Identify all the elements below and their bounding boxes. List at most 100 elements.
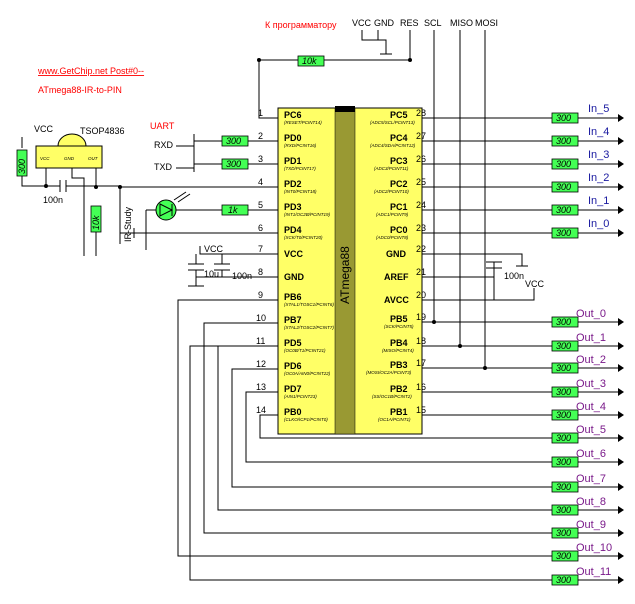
pin-number: 25 [416,177,426,187]
pin-function: (XTAL1/TOSC1/PCINT6) [284,302,334,307]
input-resistor-value: 300 [556,228,571,238]
output-label: Out_0 [576,308,606,320]
pin-28: 28 PC5 (ADC5/SCL/PCINT13) [370,108,434,125]
input-resistor-value: 300 [556,205,571,215]
output-resistor-value: 300 [556,341,571,351]
vcc-electrolytic-value: 10u [204,269,219,279]
sensor-name: TSOP4836 [80,126,125,136]
sensor-resistor [16,149,28,177]
pin-number: 2 [258,131,263,141]
pin-name: PC3 [390,156,408,166]
pin-12: 12 PD6 (OC0A/AIN0/PCINT22) [256,359,331,376]
pin-function: (SCK/PCINT5) [384,324,414,329]
input-arrows [618,114,624,237]
output-resistor-value: 300 [556,410,571,420]
pin-number: 14 [256,405,266,415]
project-title: ATmega88-IR-to-PIN [38,85,122,95]
pin-function: (ADC4/SDA/PCINT12) [370,143,416,148]
pin-13: 13 PD7 (AIN1/PCINT23) [256,382,317,399]
pullup-resistor-value: 10k [302,56,317,66]
output-resistor-value: 300 [556,433,571,443]
junction-res-left [257,58,261,62]
input-label: In_4 [588,126,609,138]
pin-name: PD1 [284,156,302,166]
rxd-resistor [221,135,249,147]
pin-number: 20 [416,290,426,300]
pin-name: PD5 [284,338,302,348]
output-label: Out_8 [576,496,606,508]
pin-7: 7 VCC [258,244,304,259]
pin-number: 15 [416,405,426,415]
input-labels: In_5 In_4 In_3 In_2 In_1 In_0 [588,103,609,230]
pin-function: (OC1A/PCINT1) [378,417,411,422]
pin-name: PC0 [390,225,408,235]
pin-4: 4 PD2 (INT0/PCINT18) [258,177,317,194]
programmer-connector: VCC GND RES SCL MISO MOSI [352,18,498,28]
pin-number: 9 [258,290,263,300]
pin-number: 6 [258,223,263,233]
pin-name: PC1 [390,202,408,212]
pin-name: PD4 [284,225,302,235]
pin-name: PB0 [284,407,302,417]
pin-14: 14 PB0 (CLKO/ICP1/PCINT0) [256,405,328,422]
junction-res [408,58,412,62]
output-label: Out_1 [576,332,606,344]
ir-sensor [35,145,103,169]
pin-name: PB7 [284,315,302,325]
uart-wires [176,134,266,172]
output-resistor-value: 300 [556,457,571,467]
prog-pin-miso: MISO [450,18,473,28]
pin-number: 10 [256,313,266,323]
pin-number: 16 [416,382,426,392]
output-label: Out_5 [576,424,606,436]
output-wires [177,299,618,581]
input-resistors: 300 300 300 300 300 300 [551,112,579,239]
output-resistor-value: 300 [556,505,571,515]
pin-3: 3 PD1 (TXD/PCINT17) [258,154,316,171]
pin-function: (ADC5/SCL/PCINT13) [370,120,415,125]
txd-resistor [221,158,249,170]
pin-number: 13 [256,382,266,392]
pin-name: PB6 [284,292,302,302]
chip-name: ATmega88 [338,246,352,304]
input-label: In_2 [588,172,609,184]
pin-number: 18 [416,336,426,346]
pin-function: (INT0/PCINT18) [284,189,317,194]
pin-26: 26 PC3 (ADC3/PCINT11) [374,154,434,171]
pin-2: 2 PD0 (RXD/PCINT16) [258,131,317,148]
avcc-vcc-label: VCC [525,279,545,289]
pin-function: (AIN1/PCINT23) [284,394,317,399]
pin-24: 24 PC1 (ADC1/PCINT9) [376,200,434,217]
sensor-lens [57,133,87,147]
sensor-pin: OUT [88,156,99,161]
pin-name: PB1 [390,407,408,417]
pin-number: 7 [258,244,263,254]
pin-function: (CLKO/ICP1/PCINT0) [284,417,328,422]
pin-number: 5 [258,200,263,210]
pin-function: (SS/OC1B/PCINT2) [372,394,412,399]
pin-11: 11 PD5 (OC0B/T1/PCINT21) [256,336,326,353]
output-label: Out_7 [576,473,606,485]
junction-pd2 [118,185,122,189]
pin-21: 21 AREF [384,267,434,282]
site-link[interactable]: www.GetChip.net Post#0-- [37,66,144,76]
pin-number: 4 [258,177,263,187]
pin-16: 16 PB2 (SS/OC1B/PCINT2) [372,382,434,399]
pin-function: (XTAL2/TOSC2/PCINT7) [284,325,334,330]
sensor-vcc-label: VCC [34,124,54,134]
pin-name: PB2 [390,384,408,394]
uart-rxd-label: RXD [154,140,174,150]
prog-pin-scl: SCL [424,18,442,28]
ir-pullup-resistor [90,205,102,233]
prog-pin-gnd: GND [374,18,395,28]
left-pin-group: 1 PC6 (RESET/PCINT14) 2 PD0 (RXD/PCINT16… [256,108,334,422]
pin-19: 19 PB5 (SCK/PCINT5) [384,312,434,329]
programmer-label: К программатору [265,20,337,30]
ir-pullup-resistor-value: 10k [91,215,101,230]
pin-number: 27 [416,131,426,141]
uart-label: UART [150,121,175,131]
prog-pin-res: RES [400,18,419,28]
right-pin-group: 28 PC5 (ADC5/SCL/PCINT13) 27 PC4 (ADC4/S… [366,108,434,422]
pin-function: (XCK/T0/PCINT20) [284,235,323,240]
output-resistor-value: 300 [556,575,571,585]
